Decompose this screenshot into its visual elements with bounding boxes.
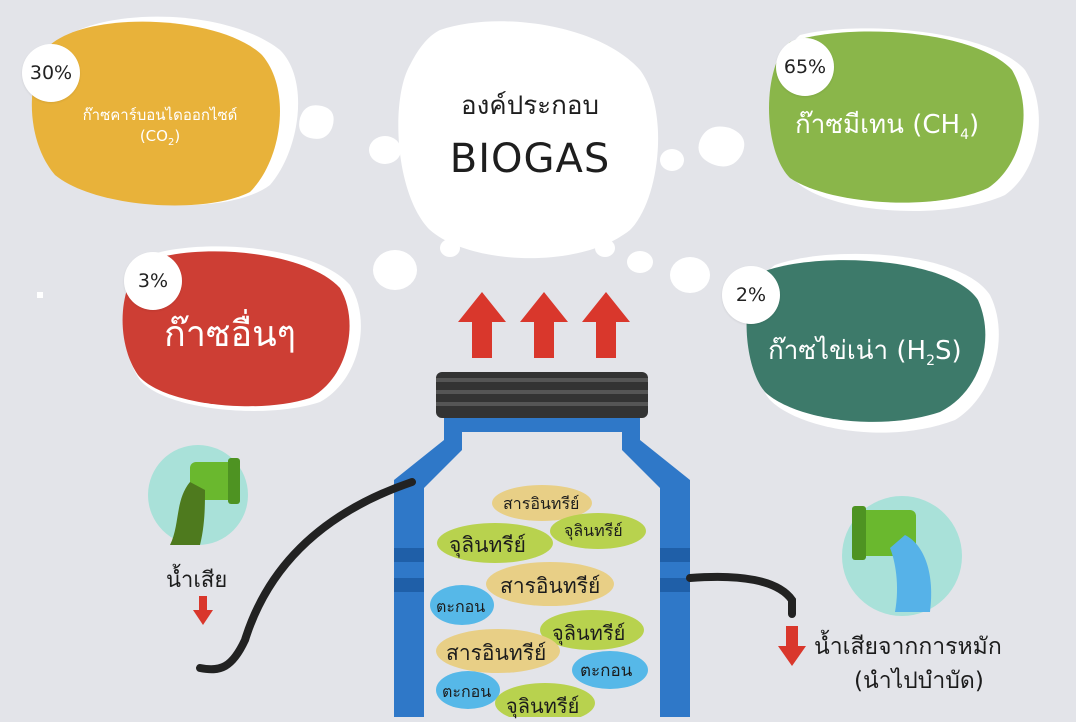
outlet-label: น้ำเสียจากการหมัก (นำไปบำบัด) bbox=[814, 634, 1002, 694]
microbe-label: จุลินทรีย์ bbox=[506, 694, 580, 718]
co2-blob bbox=[31, 21, 280, 206]
co2-percent-badge: 30% bbox=[22, 44, 80, 102]
sediment-label: ตะกอน bbox=[580, 661, 633, 681]
co2-label: ก๊าซคาร์บอนไดออกไซด์ (CO2) bbox=[60, 103, 260, 148]
center-title: องค์ประกอบ BIOGAS bbox=[410, 85, 650, 182]
inlet-hose bbox=[196, 478, 416, 674]
other-gas-percent-badge: 3% bbox=[124, 252, 182, 310]
inlet-label: น้ำเสีย bbox=[166, 568, 228, 593]
ch4-percent-badge: 65% bbox=[776, 38, 834, 96]
center-line2: BIOGAS bbox=[449, 136, 611, 182]
cloud-puffs bbox=[299, 105, 745, 293]
microbe-label: จุลินทรีย์ bbox=[449, 533, 526, 557]
up-arrows bbox=[458, 292, 630, 358]
decor-dot bbox=[37, 292, 43, 298]
organic-label: สารอินทรีย์ bbox=[446, 641, 547, 665]
organic-label: สารอินทรีย์ bbox=[500, 574, 601, 598]
outlet-hose bbox=[686, 572, 796, 618]
microbe-label: จุลินทรีย์ bbox=[552, 621, 626, 645]
sediment-label: ตะกอน bbox=[436, 597, 486, 616]
h2s-label: ก๊าซไข่เน่า (H2S) bbox=[768, 336, 962, 370]
co2-formula: (CO2) bbox=[139, 127, 181, 148]
wastewater-outlet-icon bbox=[842, 496, 962, 616]
h2s-percent-badge: 2% bbox=[722, 266, 780, 324]
organic-label: สารอินทรีย์ bbox=[503, 494, 580, 513]
ch4-label: ก๊าซมีเทน (CH4) bbox=[795, 110, 980, 144]
center-line1: องค์ประกอบ bbox=[461, 91, 599, 121]
tank-lid bbox=[436, 372, 648, 418]
center-blob bbox=[398, 21, 659, 259]
other-gas-label: ก๊าซอื่นๆ bbox=[164, 314, 297, 355]
microbe-label: จุลินทรีย์ bbox=[564, 521, 623, 540]
wastewater-inlet-icon bbox=[148, 445, 248, 545]
tank-content-blobs bbox=[430, 485, 648, 717]
down-arrows bbox=[193, 596, 806, 666]
h2s-blob bbox=[746, 260, 986, 422]
sediment-label: ตะกอน bbox=[442, 682, 492, 701]
